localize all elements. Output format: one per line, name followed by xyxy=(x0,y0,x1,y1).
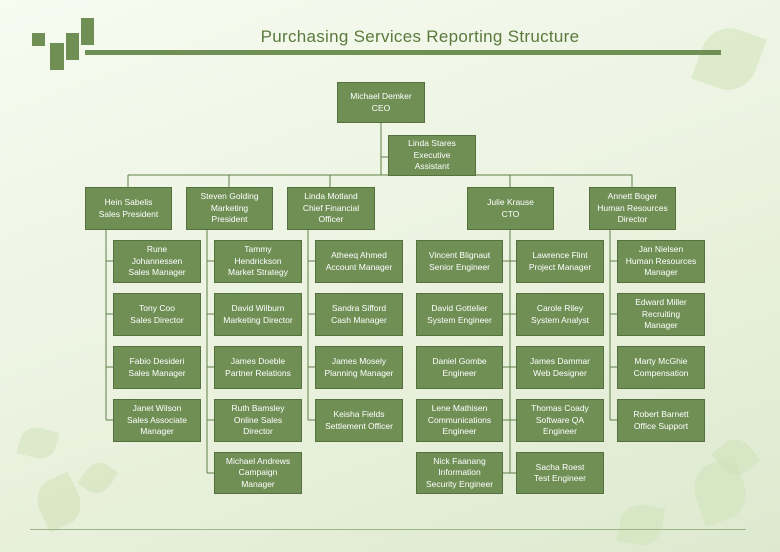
node-vp-finance: Linda Motland Chief Financial Officer xyxy=(287,187,375,230)
node-report-hr: Marty McGhie Compensation xyxy=(617,346,705,389)
node-report-technology: Sacha Roest Test Engineer xyxy=(516,452,604,494)
node-report-marketing: Tammy Hendrickson Market Strategy xyxy=(214,240,302,283)
node-report-technology: Vincent Blignaut Senior Engineer xyxy=(416,240,503,283)
node-executive-assistant: Linda Stares Executive Assistant xyxy=(388,135,476,176)
node-report-sales: Fabio Desideri Sales Manager xyxy=(113,346,201,389)
node-report-hr: Jan Nielsen Human Resources Manager xyxy=(617,240,705,283)
node-report-technology: Carole Riley System Analyst xyxy=(516,293,604,336)
logo-square xyxy=(81,18,94,45)
node-report-marketing: Michael Andrews Campaign Manager xyxy=(214,452,302,494)
node-report-marketing: James Doeble Partner Relations xyxy=(214,346,302,389)
node-report-technology: Lawrence Flint Project Manager xyxy=(516,240,604,283)
logo-square xyxy=(66,33,79,60)
connector-hr xyxy=(609,230,617,421)
node-report-marketing: Ruth Bamsley Online Sales Director xyxy=(214,399,302,442)
node-report-finance: Sandra Sifford Cash Manager xyxy=(315,293,403,336)
node-report-marketing: David Wilburn Marketing Director xyxy=(214,293,302,336)
node-vp-marketing: Steven Golding Marketing President xyxy=(186,187,273,230)
node-report-technology: Daniel Gombe Engineer xyxy=(416,346,503,389)
node-report-finance: Atheeq Ahmed Account Manager xyxy=(315,240,403,283)
connector-marketing xyxy=(206,230,214,474)
chart-title: Purchasing Services Reporting Structure xyxy=(260,27,580,46)
node-report-technology: Lene Mathisen Communications Engineer xyxy=(416,399,503,442)
node-report-sales: Janet Wilson Sales Associate Manager xyxy=(113,399,201,442)
node-report-finance: Keisha Fields Settlement Officer xyxy=(315,399,403,442)
node-report-technology: David Gottelier System Engineer xyxy=(416,293,503,336)
node-vp-sales: Hein Sabelis Sales President xyxy=(85,187,172,230)
logo-square xyxy=(50,43,64,70)
node-vp-technology: Julie Krause CTO xyxy=(467,187,554,230)
node-report-sales: Tony Coo Sales Director xyxy=(113,293,201,336)
connector-sales xyxy=(105,230,114,421)
node-report-hr: Robert Barnett Office Support xyxy=(617,399,705,442)
node-report-finance: James Mosely Planning Manager xyxy=(315,346,403,389)
logo-square xyxy=(32,33,45,46)
node-report-technology: Thomas Coady Software QA Engineer xyxy=(516,399,604,442)
node-report-technology: James Dammar Web Designer xyxy=(516,346,604,389)
node-ceo: Michael Demker CEO xyxy=(337,82,425,123)
node-vp-hr: Annett Boger Human Resources Director xyxy=(589,187,676,230)
footer-divider xyxy=(30,529,746,530)
node-report-sales: Rune Johannessen Sales Manager xyxy=(113,240,201,283)
connector-vp-bar xyxy=(127,174,633,187)
title-underline xyxy=(85,50,721,55)
node-report-technology: Nick Faanang Information Security Engine… xyxy=(416,452,503,494)
connector-finance xyxy=(307,230,315,421)
connector-tech xyxy=(503,230,516,474)
node-report-hr: Edward Miller Recruiting Manager xyxy=(617,293,705,336)
